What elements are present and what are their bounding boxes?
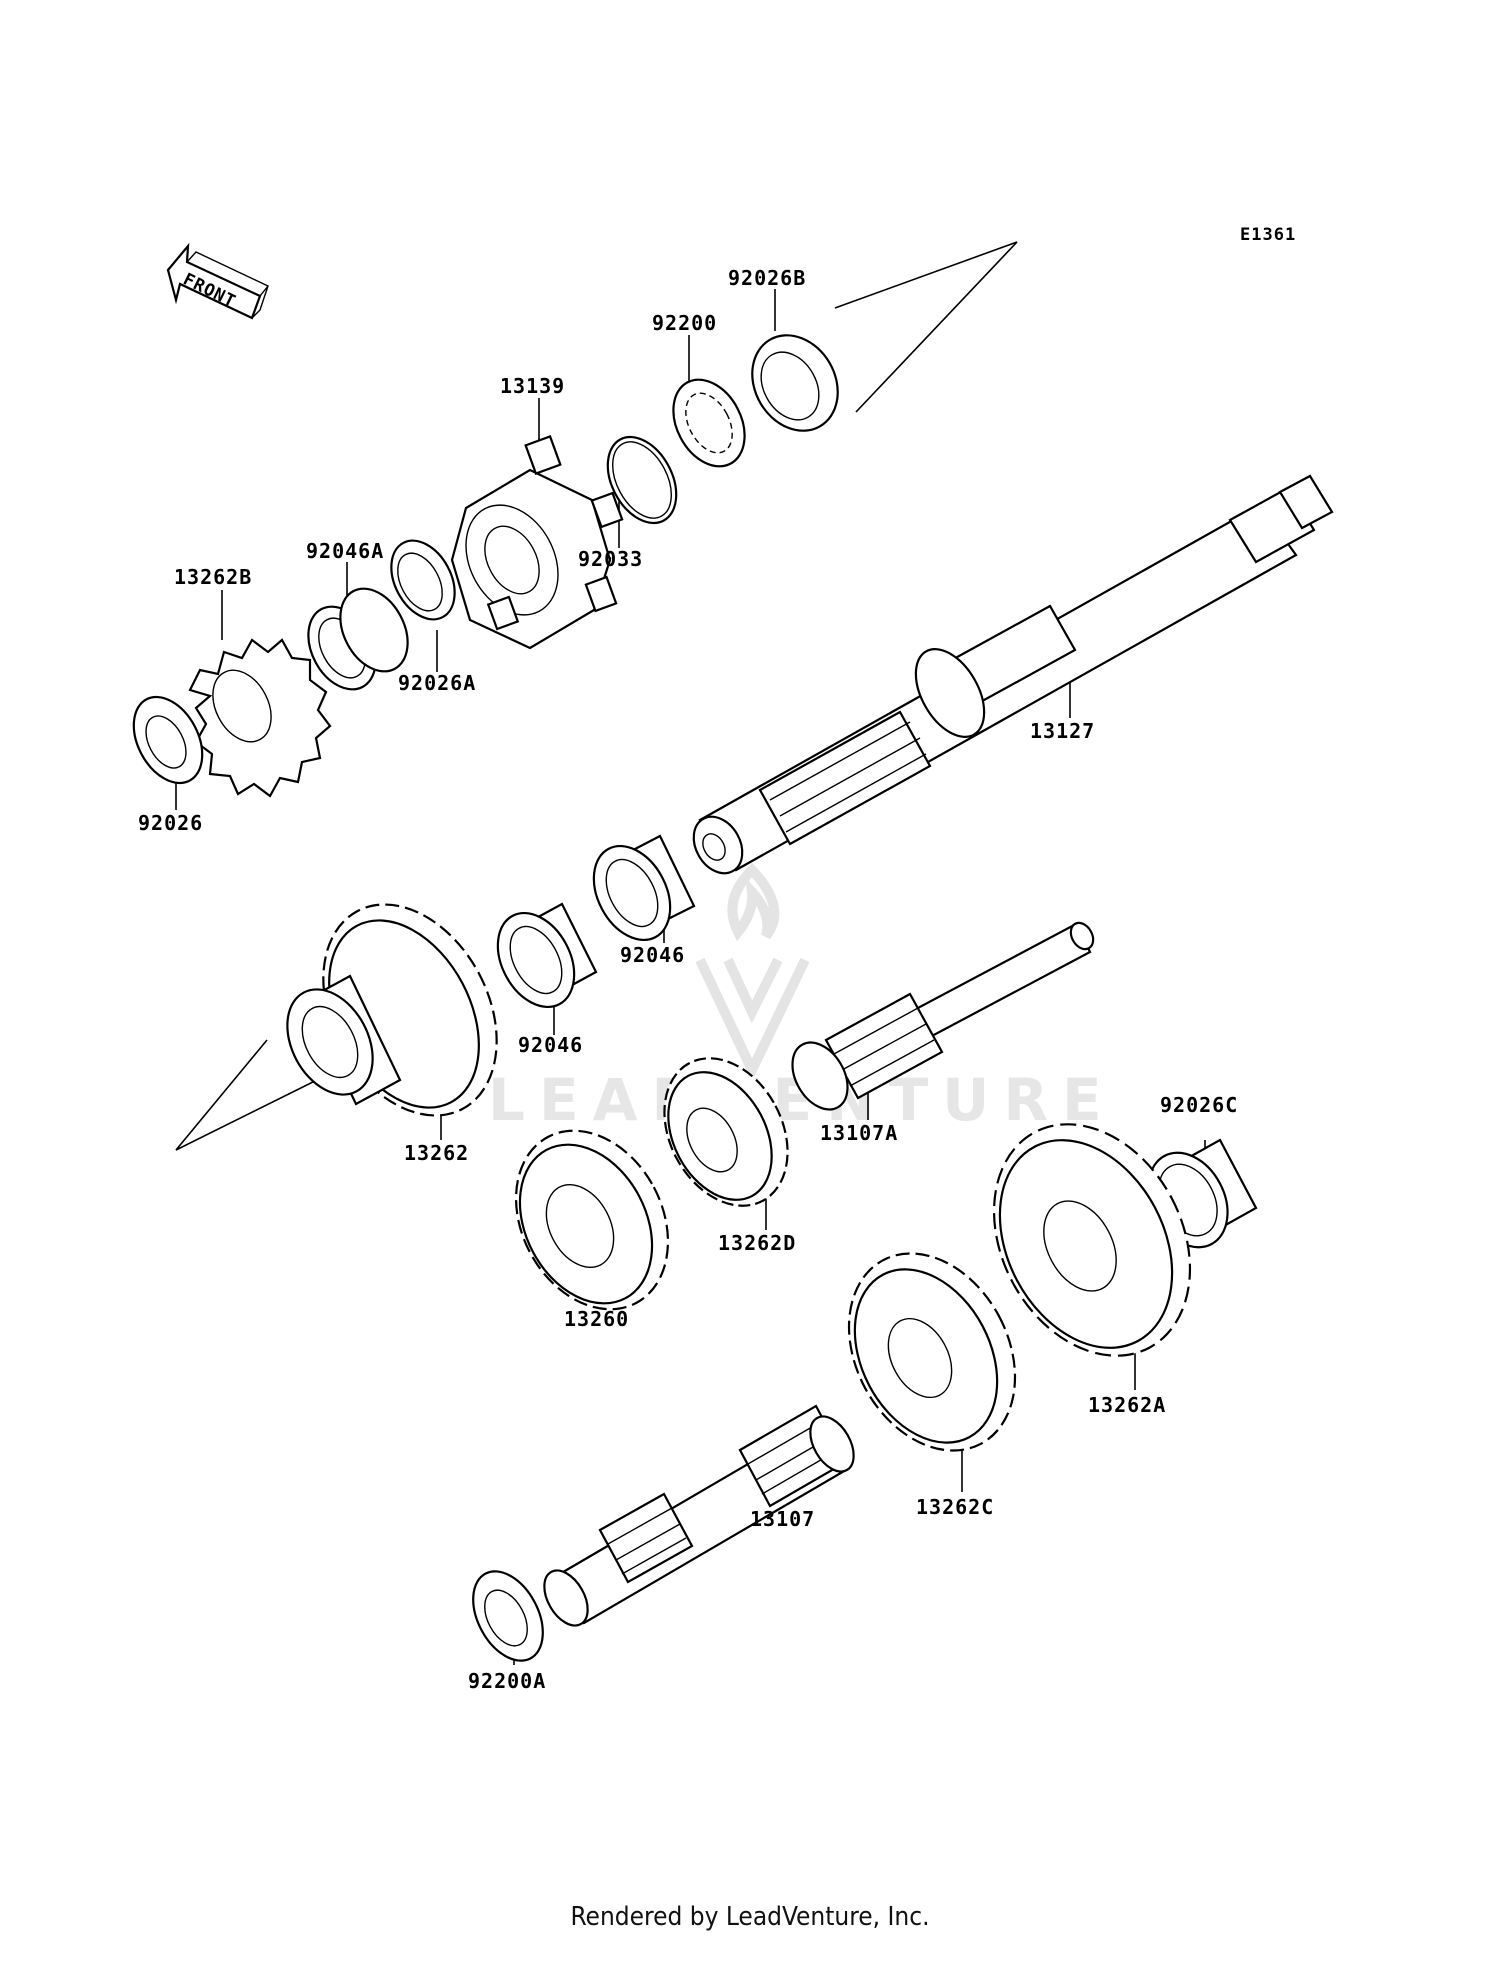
part-92046A-needle-bearing <box>307 587 409 691</box>
part-92200-splined-washer <box>672 378 746 468</box>
callout-13139: 13139 <box>500 374 565 398</box>
callout-13127: 13127 <box>1030 719 1095 743</box>
callout-13262: 13262 <box>404 1141 469 1165</box>
callout-92046-upper: 92046 <box>620 943 685 967</box>
callout-92046A: 92046A <box>306 539 384 563</box>
part-92200A-washer <box>472 1570 544 1662</box>
callout-92046-lower: 92046 <box>518 1033 583 1057</box>
callout-92026A: 92026A <box>398 671 476 695</box>
part-92033-circlip <box>606 435 678 525</box>
callout-13107: 13107 <box>750 1507 815 1531</box>
part-13262B-gear <box>188 638 332 798</box>
callout-labels: 92026B 92200 13139 92033 92046A 13262B 9… <box>138 266 1238 1693</box>
part-13262A-gear <box>992 1123 1192 1357</box>
part-92046-needle-bearing-upper <box>592 834 696 942</box>
callout-13262C: 13262C <box>916 1495 994 1519</box>
callout-92033: 92033 <box>578 547 643 571</box>
part-92026A-washer <box>390 539 456 621</box>
part-13262-gear <box>286 903 498 1117</box>
callout-92200A: 92200A <box>468 1669 546 1693</box>
part-13262D-gear <box>663 1057 789 1207</box>
guide-lines <box>175 241 1018 1151</box>
diagram-code: E1361 <box>1240 225 1296 245</box>
callout-13260: 13260 <box>564 1307 629 1331</box>
callout-92200: 92200 <box>652 311 717 335</box>
callout-92026B: 92026B <box>728 266 806 290</box>
callout-92026C: 92026C <box>1160 1093 1238 1117</box>
part-92026-washer <box>132 695 204 785</box>
part-13262C-gear <box>847 1252 1017 1452</box>
callout-13107A: 13107A <box>820 1121 898 1145</box>
part-13127-shaft <box>692 474 1334 875</box>
part-13260-gear <box>514 1129 670 1311</box>
callout-92026: 92026 <box>138 811 203 835</box>
watermark-logo-icon <box>695 862 810 1082</box>
part-92026B-collar <box>751 334 839 432</box>
part-92046-needle-bearing-lower <box>496 902 598 1009</box>
part-13139-shift-dog <box>450 435 624 650</box>
part-13107A-shaft <box>791 921 1095 1111</box>
footer-credit: Rendered by LeadVenture, Inc. <box>570 1902 930 1932</box>
callout-13262A: 13262A <box>1088 1393 1166 1417</box>
callout-13262D: 13262D <box>718 1231 796 1255</box>
front-arrow-icon: FRONT <box>166 242 270 320</box>
callout-13262B: 13262B <box>174 565 252 589</box>
part-13107-shaft <box>543 1404 855 1627</box>
